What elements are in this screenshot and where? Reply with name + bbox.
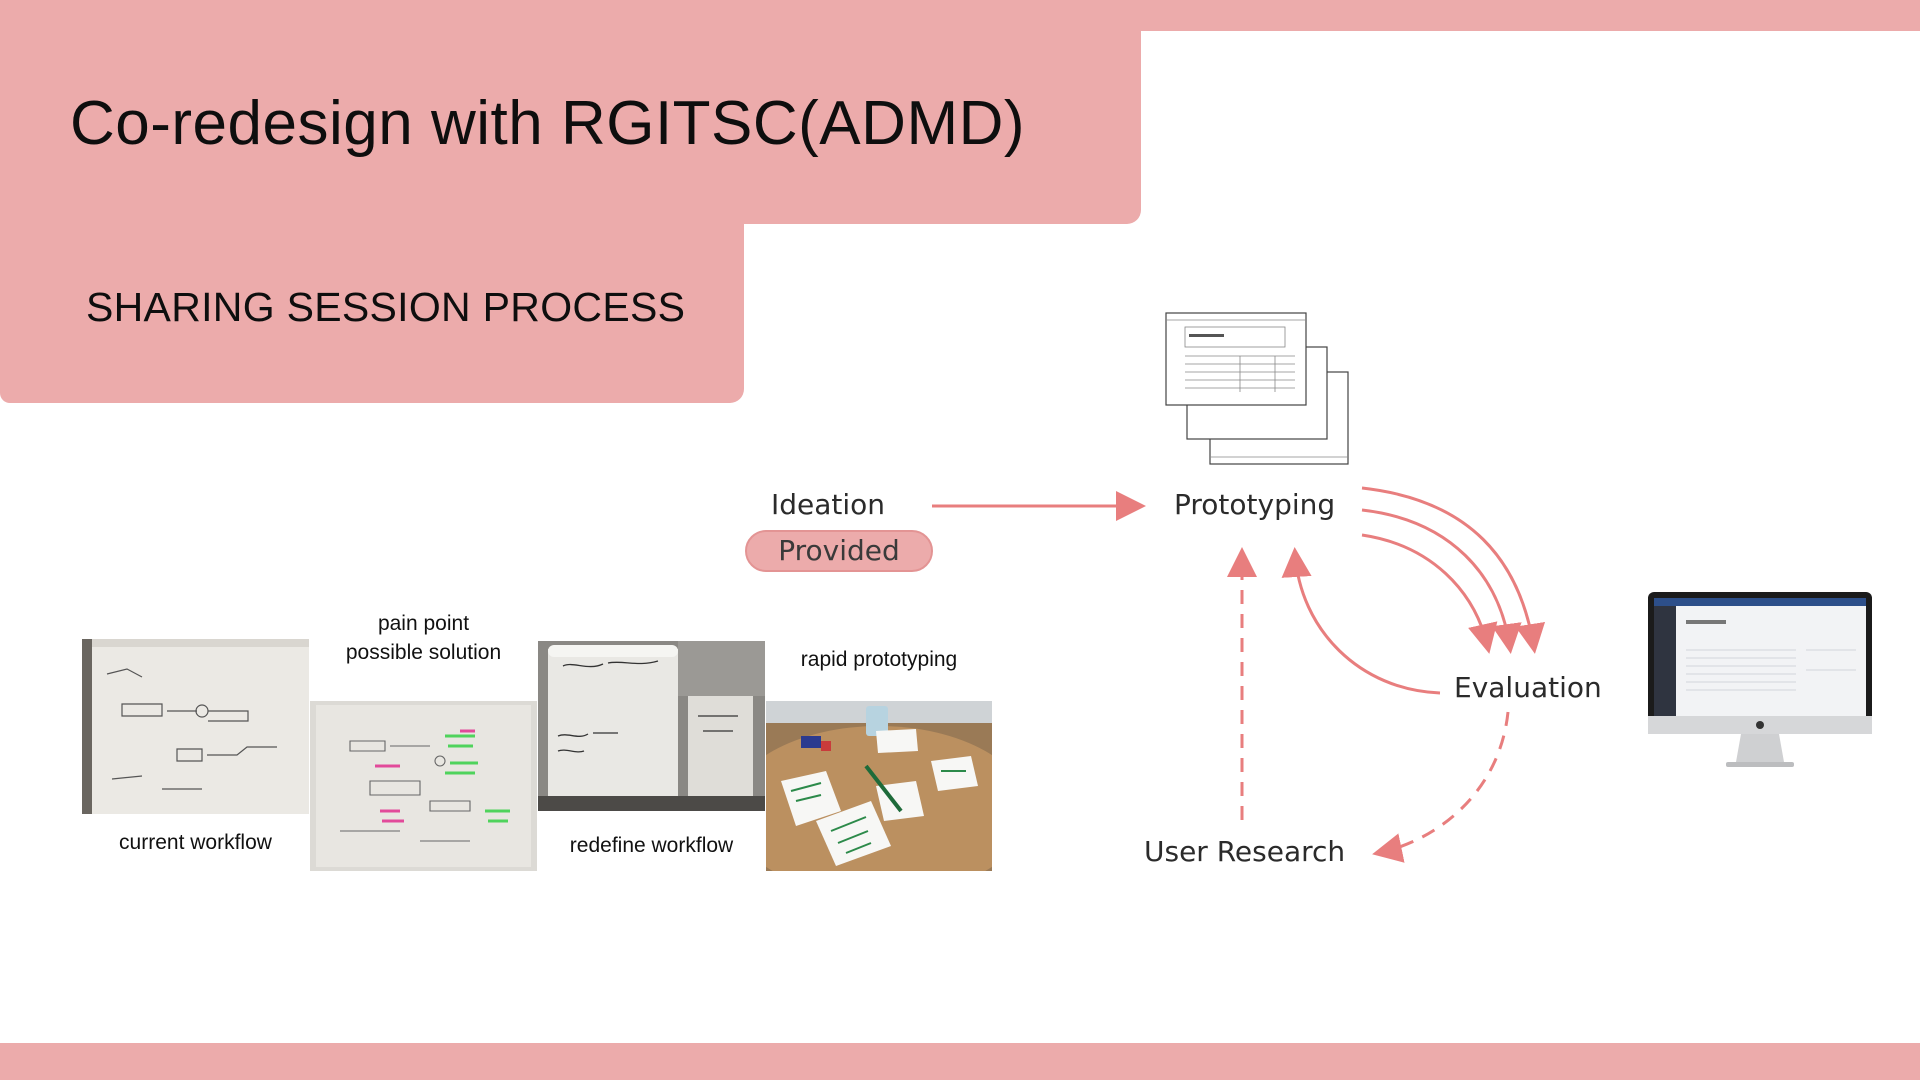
evaluation-label: Evaluation: [1454, 671, 1602, 704]
wireframe-stack-icon: [1165, 312, 1350, 467]
desktop-computer-icon: [1646, 590, 1874, 770]
title-panel: [0, 0, 1141, 224]
caption-pain-point: pain point: [377, 612, 470, 635]
caption-redefine-workflow: redefine workflow: [569, 834, 734, 857]
rapid-prototyping-photo: [766, 701, 992, 871]
caption-possible-solution: possible solution: [345, 641, 502, 664]
user-research-label: User Research: [1144, 835, 1346, 868]
prototyping-label: Prototyping: [1174, 488, 1336, 521]
bottom-band: [0, 1043, 1920, 1080]
caption-rapid-prototyping: rapid prototyping: [800, 648, 958, 671]
subtitle-panel: [0, 200, 744, 403]
redefine-workflow-photo: [538, 641, 765, 811]
section-title: SHARING SESSION PROCESS: [86, 284, 686, 330]
pain-point-photo: [310, 701, 537, 871]
provided-badge: Provided: [745, 530, 933, 572]
caption-current-workflow: current workflow: [119, 831, 272, 854]
current-workflow-photo: [82, 639, 309, 814]
page-title: Co-redesign with RGITSC(ADMD): [70, 89, 1026, 158]
ideation-label: Ideation: [771, 488, 886, 521]
